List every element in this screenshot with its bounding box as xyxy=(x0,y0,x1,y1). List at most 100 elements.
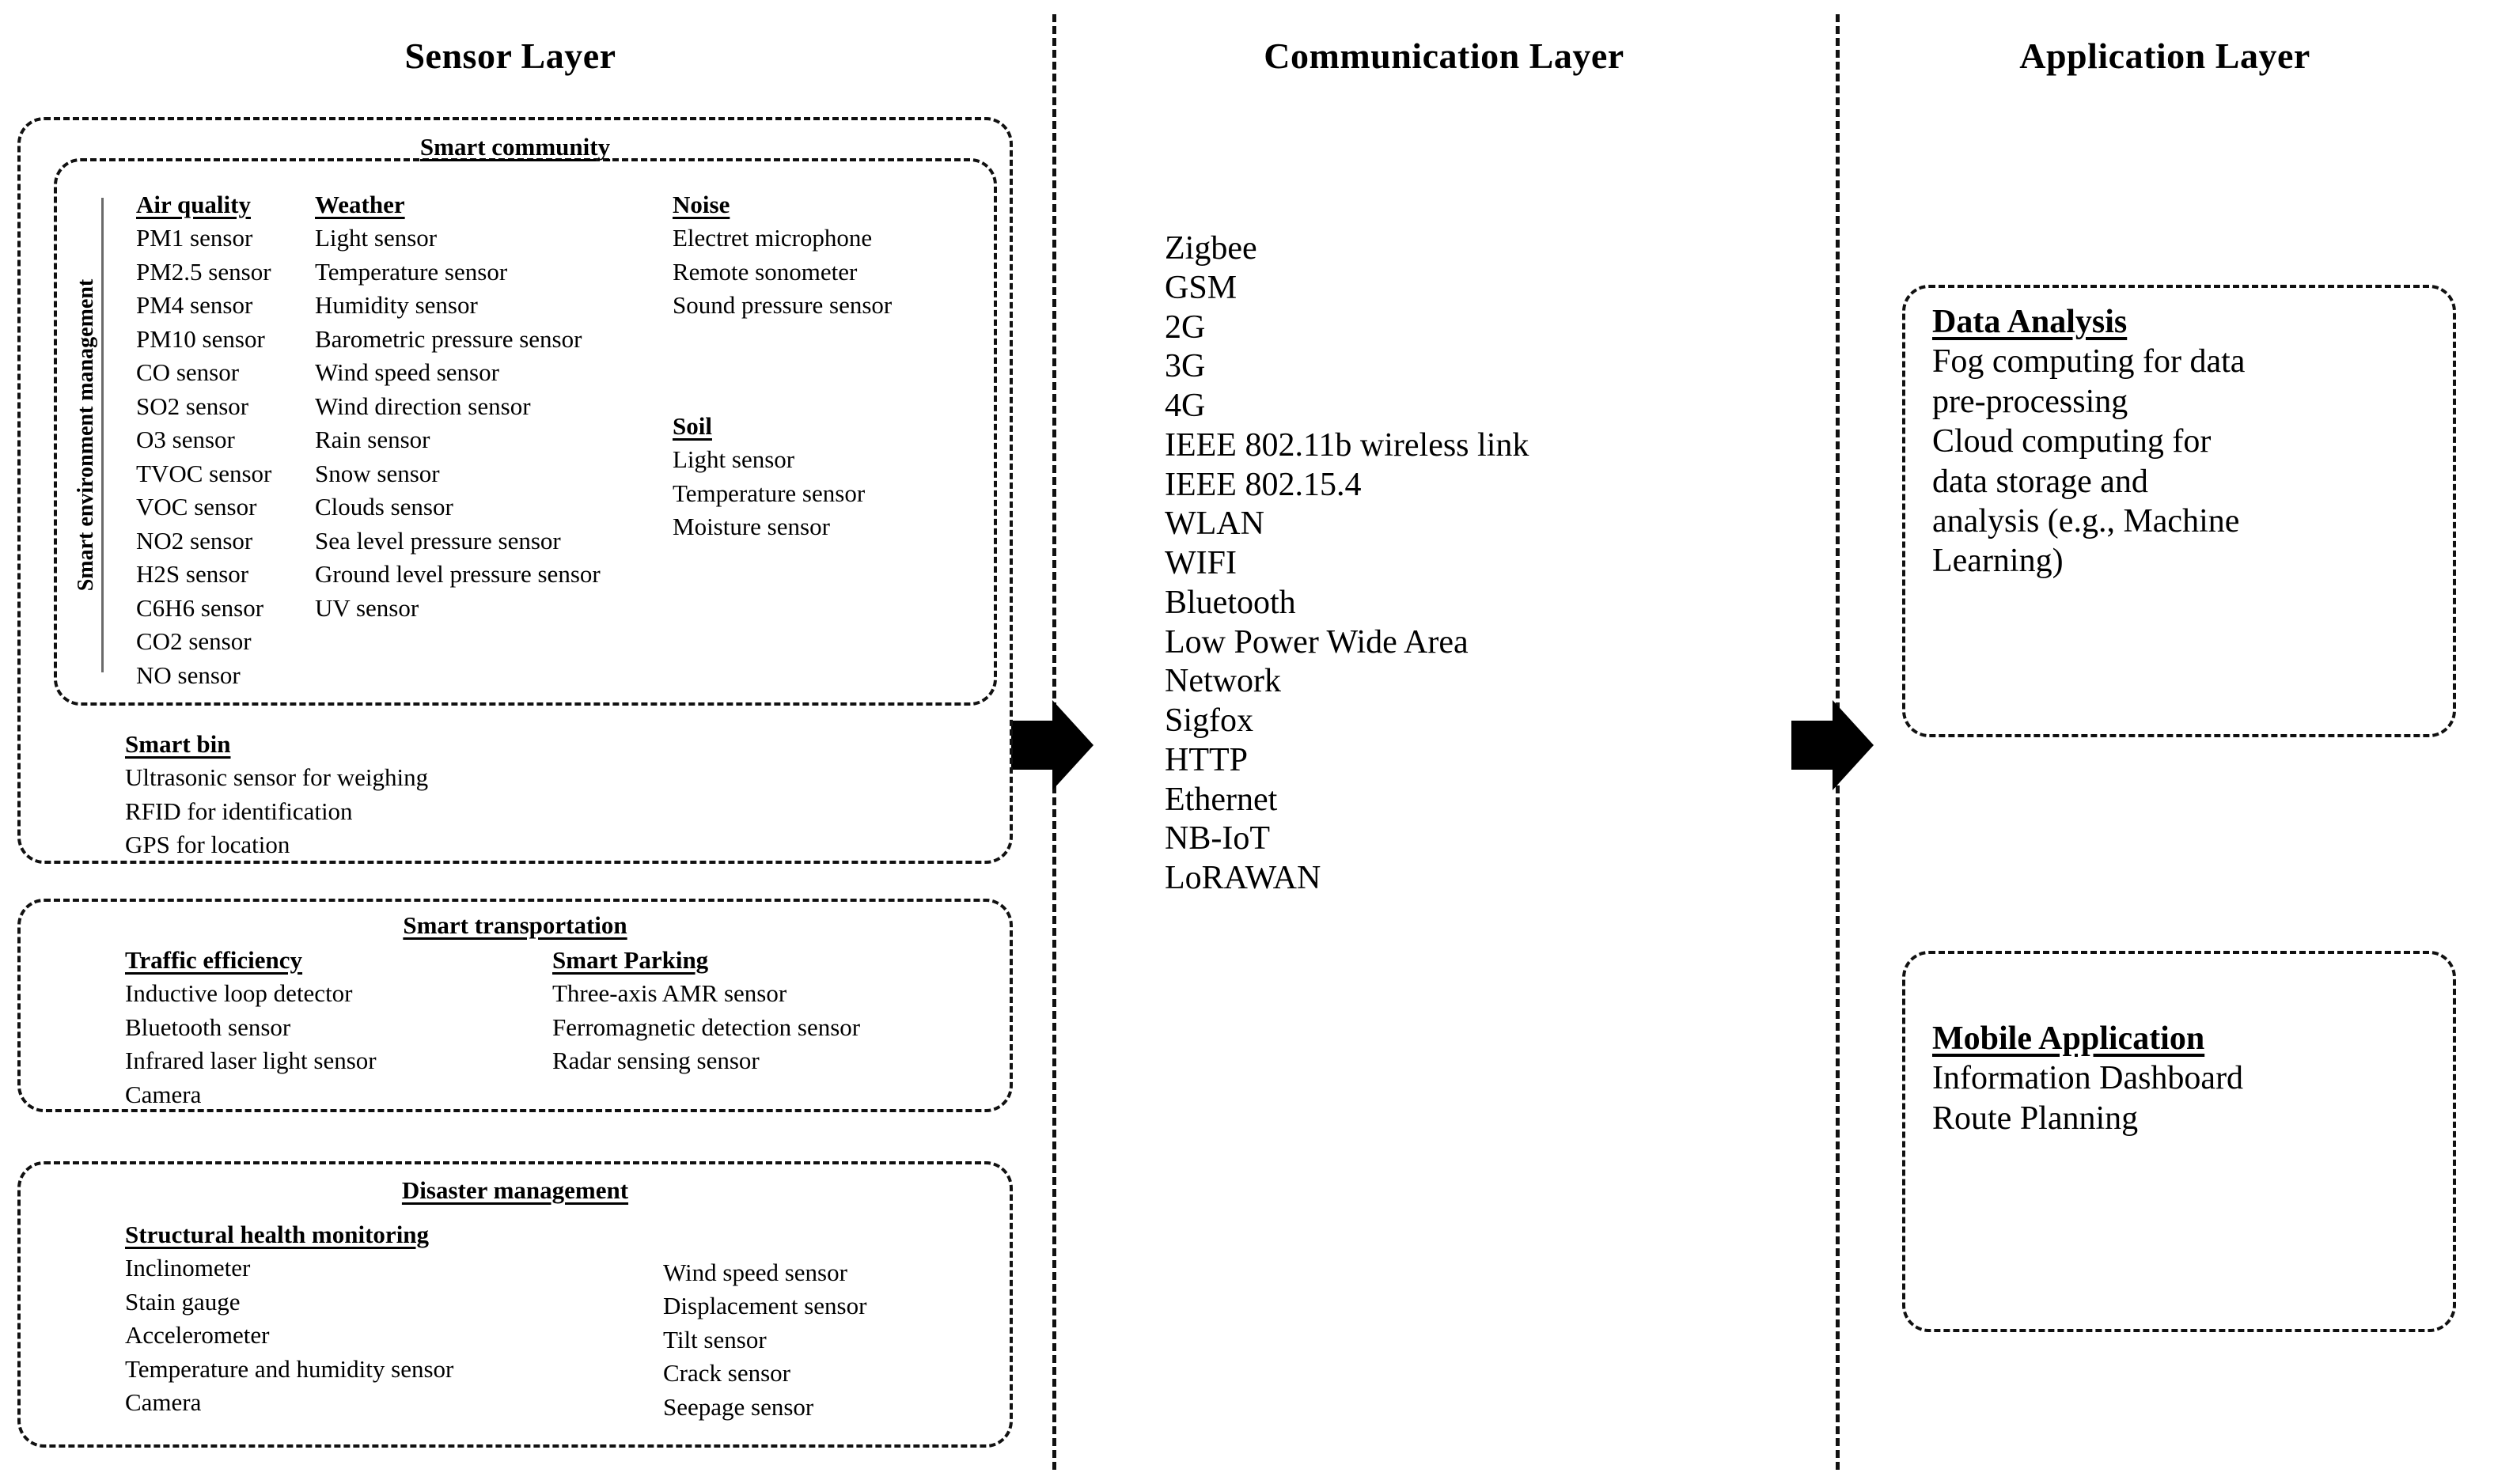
list-item: PM2.5 sensor xyxy=(136,257,271,286)
list-item: Zigbee xyxy=(1165,230,1257,267)
smart-community-label: Smart community xyxy=(17,133,1013,161)
list-item: Bluetooth xyxy=(1165,584,1296,621)
list-item: Moisture sensor xyxy=(673,513,830,541)
list-item: Radar sensing sensor xyxy=(552,1047,760,1075)
arrow-head xyxy=(1833,700,1874,790)
column-heading-air-quality: Air quality xyxy=(136,191,251,218)
list-item: Barometric pressure sensor xyxy=(315,324,582,353)
list-item: Camera xyxy=(125,1388,202,1417)
column-heading-traffic-efficiency: Traffic efficiency xyxy=(125,946,303,974)
column-traffic-efficiency: Traffic efficiency Inductive loop detect… xyxy=(125,944,377,1111)
list-item: RFID for identification xyxy=(125,797,353,825)
column-heading-smart-parking: Smart Parking xyxy=(552,946,709,974)
list-item: LoRAWAN xyxy=(1165,860,1321,897)
list-item: Network xyxy=(1165,663,1281,700)
mobile-application-heading: Mobile Application xyxy=(1932,1020,2205,1057)
column-noise: Noise Electret microphone Remote sonomet… xyxy=(673,188,892,323)
arrow-right-icon-communication-to-application xyxy=(1791,700,1875,790)
list-item: 2G xyxy=(1165,309,1206,346)
list-item: NO sensor xyxy=(136,661,241,689)
list-item: Clouds sensor xyxy=(315,493,453,521)
list-item: Rain sensor xyxy=(315,426,430,454)
arrow-head xyxy=(1052,700,1093,790)
disaster-management-label: Disaster management xyxy=(17,1176,1013,1205)
smart-community-box xyxy=(17,117,1013,864)
column-soil: Soil Light sensor Temperature sensor Moi… xyxy=(673,410,865,544)
list-item: Crack sensor xyxy=(663,1359,790,1387)
list-item: PM4 sensor xyxy=(136,291,253,320)
list-item: Wind speed sensor xyxy=(663,1259,847,1286)
list-item: Temperature and humidity sensor xyxy=(125,1354,454,1383)
list-item: Low Power Wide Area xyxy=(1165,623,1469,661)
arrow-tail xyxy=(1791,721,1836,770)
smart-environment-management-vertical-label: Smart environment management xyxy=(68,198,104,672)
list-item: Wind speed sensor xyxy=(315,358,499,387)
list-item: Camera xyxy=(125,1080,202,1108)
smart-community-label-text: Smart community xyxy=(419,133,611,161)
communication-technology-list: Zigbee GSM 2G 3G 4G IEEE 802.11b wireles… xyxy=(1165,229,1814,899)
list-item: Seepage sensor xyxy=(663,1392,814,1421)
list-item: WLAN xyxy=(1165,505,1264,543)
list-item: Learning) xyxy=(1932,543,2064,580)
smart-environment-management-box xyxy=(54,158,997,706)
smart-transportation-label: Smart transportation xyxy=(17,911,1013,940)
list-item: analysis (e.g., Machine xyxy=(1932,502,2240,539)
column-heading-weather: Weather xyxy=(315,191,405,218)
list-item: pre-processing xyxy=(1932,383,2128,420)
list-item: Electret microphone xyxy=(673,224,873,252)
list-item: H2S sensor xyxy=(136,560,249,589)
list-item: Snow sensor xyxy=(315,459,440,487)
list-item: PM10 sensor xyxy=(136,324,265,353)
list-item: VOC sensor xyxy=(136,493,257,521)
list-item: Temperature sensor xyxy=(673,479,866,507)
communication-layer-title: Communication Layer xyxy=(1264,36,1624,76)
arrow-tail xyxy=(1011,721,1056,770)
list-item: Light sensor xyxy=(315,224,438,252)
list-item: Stain gauge xyxy=(125,1287,241,1316)
data-analysis-box xyxy=(1902,285,2456,737)
list-item: Displacement sensor xyxy=(663,1292,867,1320)
column-heading-noise: Noise xyxy=(673,191,730,218)
list-item: WIFI xyxy=(1165,545,1237,582)
data-analysis-content: Data Analysis Fog computing for data pre… xyxy=(1932,302,2439,581)
list-item: Route Planning xyxy=(1932,1100,2139,1137)
list-item: CO2 sensor xyxy=(136,627,252,656)
list-item: IEEE 802.15.4 xyxy=(1165,466,1362,503)
list-item: Infrared laser light sensor xyxy=(125,1047,377,1075)
disaster-management-box xyxy=(17,1161,1013,1448)
list-item: O3 sensor xyxy=(136,426,235,454)
smart-transportation-label-text: Smart transportation xyxy=(403,911,627,939)
list-item: Inclinometer xyxy=(125,1254,251,1282)
list-item: Ultrasonic sensor for weighing xyxy=(125,763,429,792)
list-item: Ground level pressure sensor xyxy=(315,560,601,589)
list-item: NO2 sensor xyxy=(136,526,253,555)
disaster-management-label-text: Disaster management xyxy=(401,1176,629,1204)
column-heading-structural-health-monitoring: Structural health monitoring xyxy=(125,1221,430,1248)
list-item: 4G xyxy=(1165,388,1206,425)
list-item: GPS for location xyxy=(125,831,290,859)
smart-transportation-box xyxy=(17,899,1013,1112)
list-item: Light sensor xyxy=(673,445,795,474)
column-structural-health-monitoring: Structural health monitoring Inclinomete… xyxy=(125,1218,453,1420)
list-item: TVOC sensor xyxy=(136,459,272,487)
column-heading-smart-bin: Smart bin xyxy=(125,730,231,758)
column-structural-health-monitoring-second: Wind speed sensor Displacement sensor Ti… xyxy=(663,1256,866,1424)
list-item: Accelerometer xyxy=(125,1321,270,1350)
list-item: Inductive loop detector xyxy=(125,979,353,1008)
list-item: GSM xyxy=(1165,269,1238,306)
column-heading-soil: Soil xyxy=(673,412,712,440)
list-item: CO sensor xyxy=(136,358,240,387)
list-item: Wind direction sensor xyxy=(315,392,531,420)
smart-environment-management-label-text: Smart environment management xyxy=(74,278,98,592)
list-item: 3G xyxy=(1165,348,1206,385)
column-smart-parking: Smart Parking Three-axis AMR sensor Ferr… xyxy=(552,944,860,1078)
list-item: Ferromagnetic detection sensor xyxy=(552,1013,861,1041)
mobile-application-content: Mobile Application Information Dashboard… xyxy=(1932,1019,2439,1138)
list-item: HTTP xyxy=(1165,741,1248,778)
list-item: Sea level pressure sensor xyxy=(315,526,561,555)
list-item: Three-axis AMR sensor xyxy=(552,979,787,1008)
list-item: SO2 sensor xyxy=(136,392,249,420)
column-air-quality: Air quality PM1 sensor PM2.5 sensor PM4 … xyxy=(136,188,271,692)
list-item: Fog computing for data xyxy=(1932,343,2246,380)
list-item: Bluetooth sensor xyxy=(125,1013,291,1041)
